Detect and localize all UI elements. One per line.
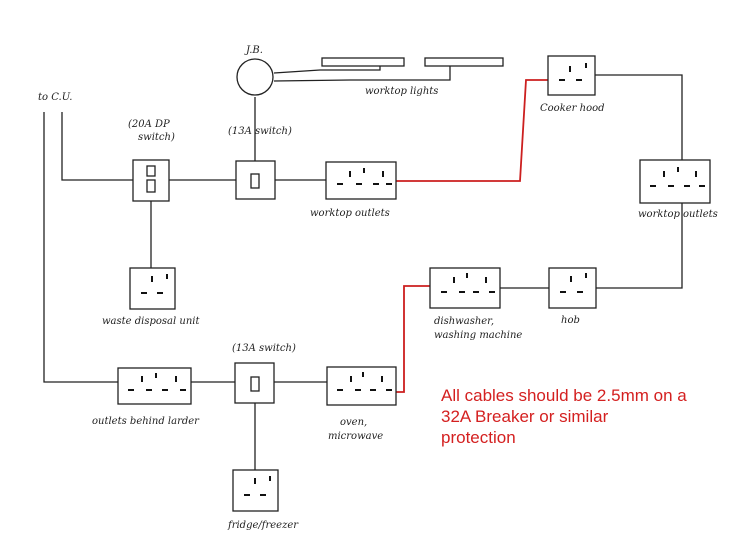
note-line-3: protection [441,428,516,447]
label-outlets-larder: outlets behind larder [92,416,200,427]
label-worktop-lights: worktop lights [365,86,438,97]
label-oven-line1: oven, [340,417,367,428]
label-worktop-outlets-right: worktop outlets [638,209,718,220]
label-20a-switch-line2: switch) [138,132,175,143]
label-dishwasher-line1: dishwasher, [434,316,494,327]
waste-disposal-outlet [129,267,176,310]
label-13a-switch-top: (13A switch) [228,126,292,137]
dishwasher-outlets [429,267,501,309]
label-waste-disposal: waste disposal unit [102,316,200,327]
label-jb: J.B. [244,45,263,56]
note-line-1: All cables should be 2.5mm on a [441,386,687,405]
red-wire-top [396,79,548,182]
worktop-light-right [424,57,504,67]
worktop-outlets-left [325,161,397,200]
larder-outlets [117,367,192,405]
hob-outlet [548,267,597,309]
label-20a-switch-line1: (20A DP [128,119,170,130]
cooker-hood-outlet [547,55,596,96]
fridge-freezer-outlet [232,469,279,512]
switch-13a-bottom [234,362,275,404]
worktop-light-left [321,57,405,67]
label-to-cu: to C.U. [38,92,72,103]
label-fridge-freezer: fridge/freezer [227,520,299,531]
wire-cooker-to-right [595,74,683,160]
label-hob: hob [561,315,580,326]
label-dishwasher-line2: washing machine [434,330,522,341]
switch-13a-top [235,160,276,200]
wire-right-to-hob [596,203,683,289]
oven-outlets [326,366,397,406]
label-cooker-hood: Cooker hood [540,103,605,114]
note-line-2: 32A Breaker or similar [441,407,609,426]
feed-wire-inner [61,112,133,181]
label-worktop-outlets-left: worktop outlets [310,208,390,219]
feed-wire-outer [43,112,118,383]
red-wires [396,79,548,393]
label-oven-line2: microwave [328,431,383,442]
red-wire-bottom [396,285,430,393]
wires [43,62,683,470]
label-13a-switch-bottom: (13A switch) [232,343,296,354]
junction-box [236,58,274,96]
worktop-outlets-right [639,159,711,204]
switch-20a-dp [132,159,170,202]
